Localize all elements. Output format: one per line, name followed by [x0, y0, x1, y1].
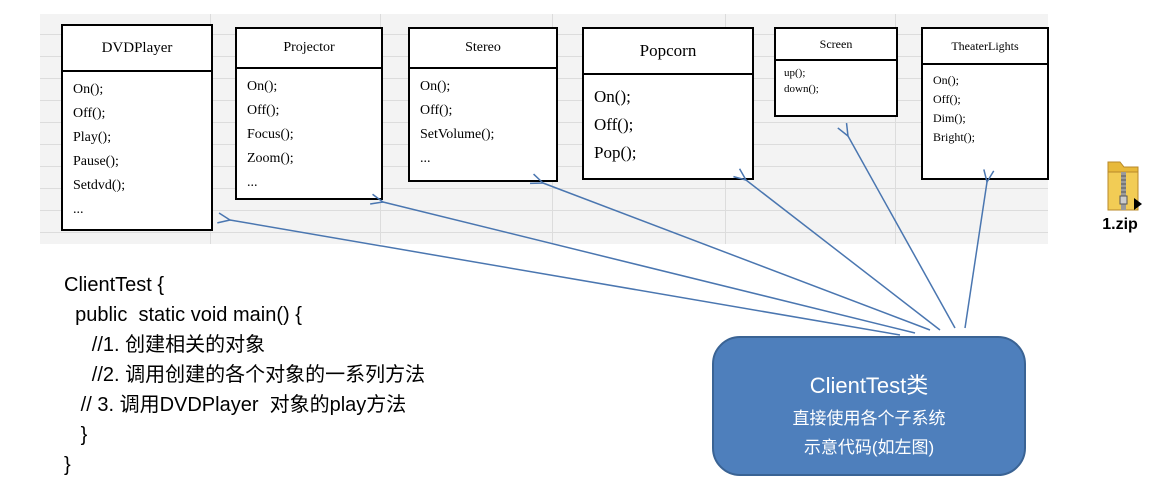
- code-line: //1. 创建相关的对象: [64, 334, 266, 356]
- zip-file[interactable]: 1.zip: [1090, 158, 1150, 238]
- class-projector: Projector On(); Off(); Focus(); Zoom(); …: [235, 27, 383, 200]
- arrow-to-projector: [383, 202, 916, 334]
- operation: Zoom();: [247, 151, 294, 166]
- operation: Pop();: [594, 143, 637, 162]
- operation: Off();: [594, 115, 634, 134]
- code-line: public static void main() {: [64, 304, 302, 326]
- operation: Off();: [73, 106, 106, 121]
- class-popcorn: Popcorn On(); Off(); Pop();: [582, 27, 754, 180]
- arrow-to-dvdplayer: [230, 220, 901, 336]
- class-theaterlights: TheaterLights On(); Off(); Dim(); Bright…: [921, 27, 1049, 180]
- class-title: Popcorn: [584, 29, 752, 75]
- code-line: }: [64, 424, 88, 446]
- operation: ...: [73, 202, 84, 217]
- operation: Off();: [247, 103, 280, 118]
- operation: Focus();: [247, 127, 294, 142]
- client-code: ClientTest { public static void main() {…: [64, 270, 425, 480]
- arrow-to-screen: [848, 136, 956, 329]
- class-title: TheaterLights: [923, 29, 1047, 65]
- callout-line-1: 直接使用各个子系统: [792, 409, 946, 428]
- callout-title: ClientTest类: [809, 373, 929, 398]
- class-title: DVDPlayer: [63, 26, 211, 72]
- zip-file-label: 1.zip: [1102, 216, 1138, 233]
- arrow-to-stereo: [543, 183, 931, 331]
- operation: Bright();: [933, 130, 975, 144]
- operation: down();: [784, 83, 819, 95]
- class-title: Stereo: [410, 29, 556, 69]
- operation: ...: [420, 151, 431, 166]
- callout-line-2: 示意代码(如左图): [803, 438, 935, 457]
- code-line: }: [64, 454, 71, 476]
- operation: Pause();: [73, 154, 119, 169]
- class-title: Projector: [237, 29, 381, 69]
- class-screen: Screen up(); down();: [774, 27, 898, 117]
- class-stereo: Stereo On(); Off(); SetVolume(); ...: [408, 27, 558, 182]
- operation: Off();: [933, 92, 961, 106]
- operation: On();: [247, 79, 278, 94]
- client-callout: ClientTest类 直接使用各个子系统 示意代码(如左图): [712, 336, 1026, 476]
- operation: Play();: [73, 130, 112, 145]
- operation: On();: [933, 73, 959, 87]
- operation: Dim();: [933, 111, 966, 125]
- arrow-to-theaterlights: [964, 182, 987, 329]
- operation: On();: [594, 87, 631, 106]
- operation: Setdvd();: [73, 178, 126, 193]
- operation: On();: [73, 82, 104, 97]
- code-line: ClientTest {: [64, 274, 165, 296]
- operation: up();: [784, 67, 806, 79]
- code-line: // 3. 调用DVDPlayer 对象的play方法: [64, 394, 407, 416]
- operation: SetVolume();: [420, 127, 495, 142]
- operation: On();: [420, 79, 451, 94]
- code-line: //2. 调用创建的各个对象的一系列方法: [64, 364, 426, 386]
- zip-folder-icon: [1107, 161, 1142, 211]
- class-dvdplayer: DVDPlayer On(); Off(); Play(); Pause(); …: [61, 24, 213, 231]
- operation: ...: [247, 175, 258, 190]
- class-title: Screen: [776, 29, 896, 61]
- arrow-to-popcorn: [746, 180, 941, 331]
- operation: Off();: [420, 103, 453, 118]
